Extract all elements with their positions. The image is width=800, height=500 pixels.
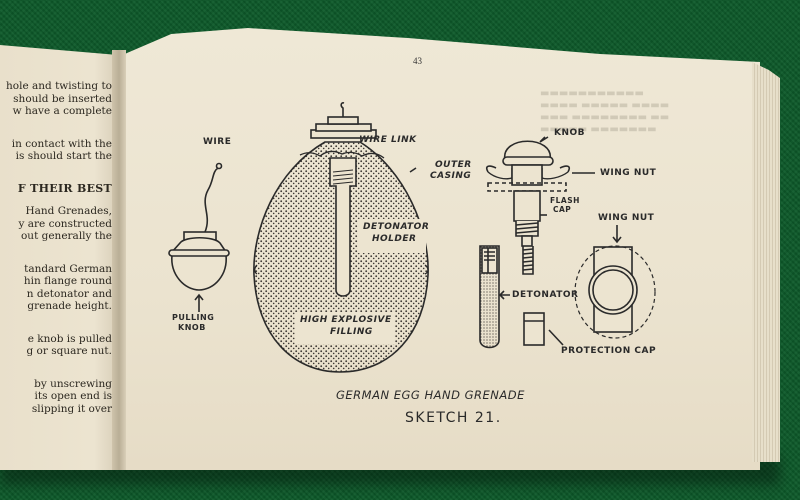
label-pulling-knob-1: PULLING xyxy=(172,313,215,322)
label-protection-cap: PROTECTION CAP xyxy=(561,346,657,356)
fuse-assembly-drawing xyxy=(485,140,571,275)
text-block: tandard German hin flange round n detona… xyxy=(0,263,112,313)
left-page-text: hole and twisting to should be inserted … xyxy=(0,80,112,435)
label-detonator-holder-1: DETONATOR xyxy=(363,222,430,232)
text-line: y are constructed xyxy=(18,217,113,230)
label-detonator-holder-2: HOLDER xyxy=(372,234,417,244)
text-line: hin flange round xyxy=(23,275,112,287)
text-line: g or square nut. xyxy=(26,345,112,357)
left-page xyxy=(0,45,118,470)
book-gutter xyxy=(112,50,126,470)
label-outer-casing-2: CASING xyxy=(430,171,472,181)
text-block: in contact with the is should start the xyxy=(0,138,112,163)
text-line: hole and twisting to xyxy=(6,80,112,92)
wing-nut-drawing xyxy=(574,225,656,339)
text-line: out generally the xyxy=(20,230,112,242)
right-page xyxy=(120,28,760,470)
text-line: grenade height. xyxy=(27,300,112,312)
label-flash-cap-1: FLASH xyxy=(550,196,580,205)
label-wing-nut-top: WING NUT xyxy=(600,168,657,178)
detonator-drawing xyxy=(479,245,510,349)
text-line: n detonator and xyxy=(26,287,112,300)
label-pulling-knob-2: KNOB xyxy=(178,323,206,332)
text-line: e knob is pulled xyxy=(27,332,112,345)
label-high-explosive-2: FILLING xyxy=(330,327,373,337)
protection-cap-drawing xyxy=(523,312,564,346)
sketch-number: SKETCH 21. xyxy=(405,410,502,426)
text-line: slipping it over xyxy=(31,402,112,415)
label-wire-link: WIRE LINK xyxy=(359,135,417,145)
label-outer-casing-1: OUTER xyxy=(435,160,472,170)
text-line: tandard German xyxy=(24,262,112,275)
label-wing-nut-right: WING NUT xyxy=(598,213,655,223)
text-block: F THEIR BEST Hand Grenades, y are constr… xyxy=(0,181,113,243)
label-knob: KNOB xyxy=(554,128,586,138)
pulling-knob-drawing xyxy=(168,162,230,312)
label-flash-cap-2: CAP xyxy=(553,205,572,214)
egg-grenade-drawing xyxy=(253,102,429,373)
text-line: is should start the xyxy=(15,150,112,162)
sketch-caption: GERMAN EGG HAND GRENADE xyxy=(336,388,525,402)
label-detonator: DETONATOR xyxy=(512,290,579,300)
label-wire: WIRE xyxy=(203,137,232,147)
text-line: should be inserted xyxy=(13,92,112,105)
knob-arrow xyxy=(539,136,549,143)
page-number: 43 xyxy=(413,56,422,66)
text-line: by unscrewing xyxy=(34,377,112,390)
text-line: in contact with the xyxy=(11,137,112,150)
text-line: its open end is xyxy=(34,390,112,402)
section-heading: F THEIR BEST xyxy=(17,181,112,195)
text-line: Hand Grenades, xyxy=(25,205,112,217)
text-block: hole and twisting to should be inserted … xyxy=(0,80,112,118)
bleed-through-text: ▬▬▬▬▬▬▬▬▬▬▬▬▬▬▬ ▬▬▬▬▬ ▬▬▬▬▬▬▬ ▬▬▬▬▬▬▬▬ ▬… xyxy=(540,88,670,135)
text-block: by unscrewing its open end is slipping i… xyxy=(0,378,112,416)
text-block: e knob is pulled g or square nut. xyxy=(0,333,112,358)
page-edges xyxy=(752,62,780,462)
text-line: w have a complete xyxy=(12,105,112,117)
label-high-explosive-1: HIGH EXPLOSIVE xyxy=(300,315,392,325)
